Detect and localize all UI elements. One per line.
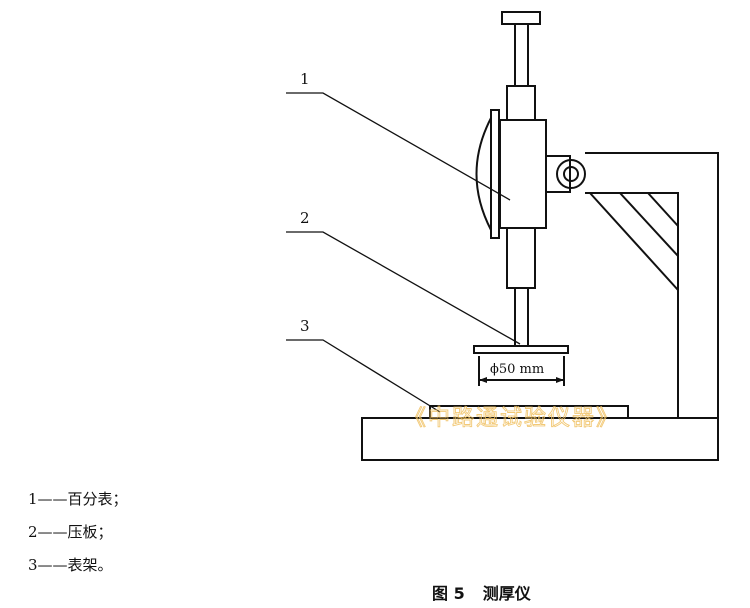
frame-brace-3 bbox=[647, 192, 679, 227]
figure-title: 测厚仪 bbox=[482, 584, 531, 603]
base-platform bbox=[361, 417, 719, 461]
leader-3 bbox=[286, 339, 441, 413]
dial-bezel bbox=[490, 109, 500, 239]
callout-2: 2 bbox=[300, 209, 310, 227]
dimension-arrow-left bbox=[479, 377, 487, 383]
frame-inner bbox=[585, 192, 679, 418]
leader-1 bbox=[286, 92, 511, 201]
top-rod bbox=[514, 23, 529, 87]
frame-outer bbox=[585, 152, 719, 460]
dial-gauge-body bbox=[499, 119, 547, 229]
legend-item-2: 2——压板； bbox=[28, 523, 113, 541]
legend-item-1: 1——百分表； bbox=[28, 490, 128, 508]
callout-3: 3 bbox=[300, 317, 310, 335]
dial-face bbox=[475, 117, 492, 231]
hinge-block bbox=[545, 155, 571, 193]
hinge-knob-inner bbox=[563, 166, 579, 182]
top-knob bbox=[501, 11, 541, 25]
pressure-plate bbox=[473, 345, 569, 354]
legend-item-3: 3——表架。 bbox=[28, 556, 113, 574]
dimension-arrow-right bbox=[556, 377, 564, 383]
figure-number: 图 5 bbox=[432, 584, 465, 603]
figure-caption: 图 5 测厚仪 bbox=[432, 580, 549, 604]
lower-sleeve bbox=[506, 227, 536, 289]
frame-brace-1 bbox=[589, 192, 679, 291]
upper-sleeve bbox=[506, 85, 536, 121]
leader-2 bbox=[286, 231, 521, 345]
callout-1: 1 bbox=[300, 70, 310, 88]
hinge-knob-outer bbox=[556, 159, 586, 189]
frame-brace-2 bbox=[619, 192, 679, 257]
base-top-plate bbox=[429, 405, 629, 418]
watermark: 《中路通试验仪器》 bbox=[404, 406, 620, 431]
plunger-rod bbox=[514, 287, 529, 347]
plate-diameter-label: ϕ50 mm bbox=[490, 362, 544, 377]
